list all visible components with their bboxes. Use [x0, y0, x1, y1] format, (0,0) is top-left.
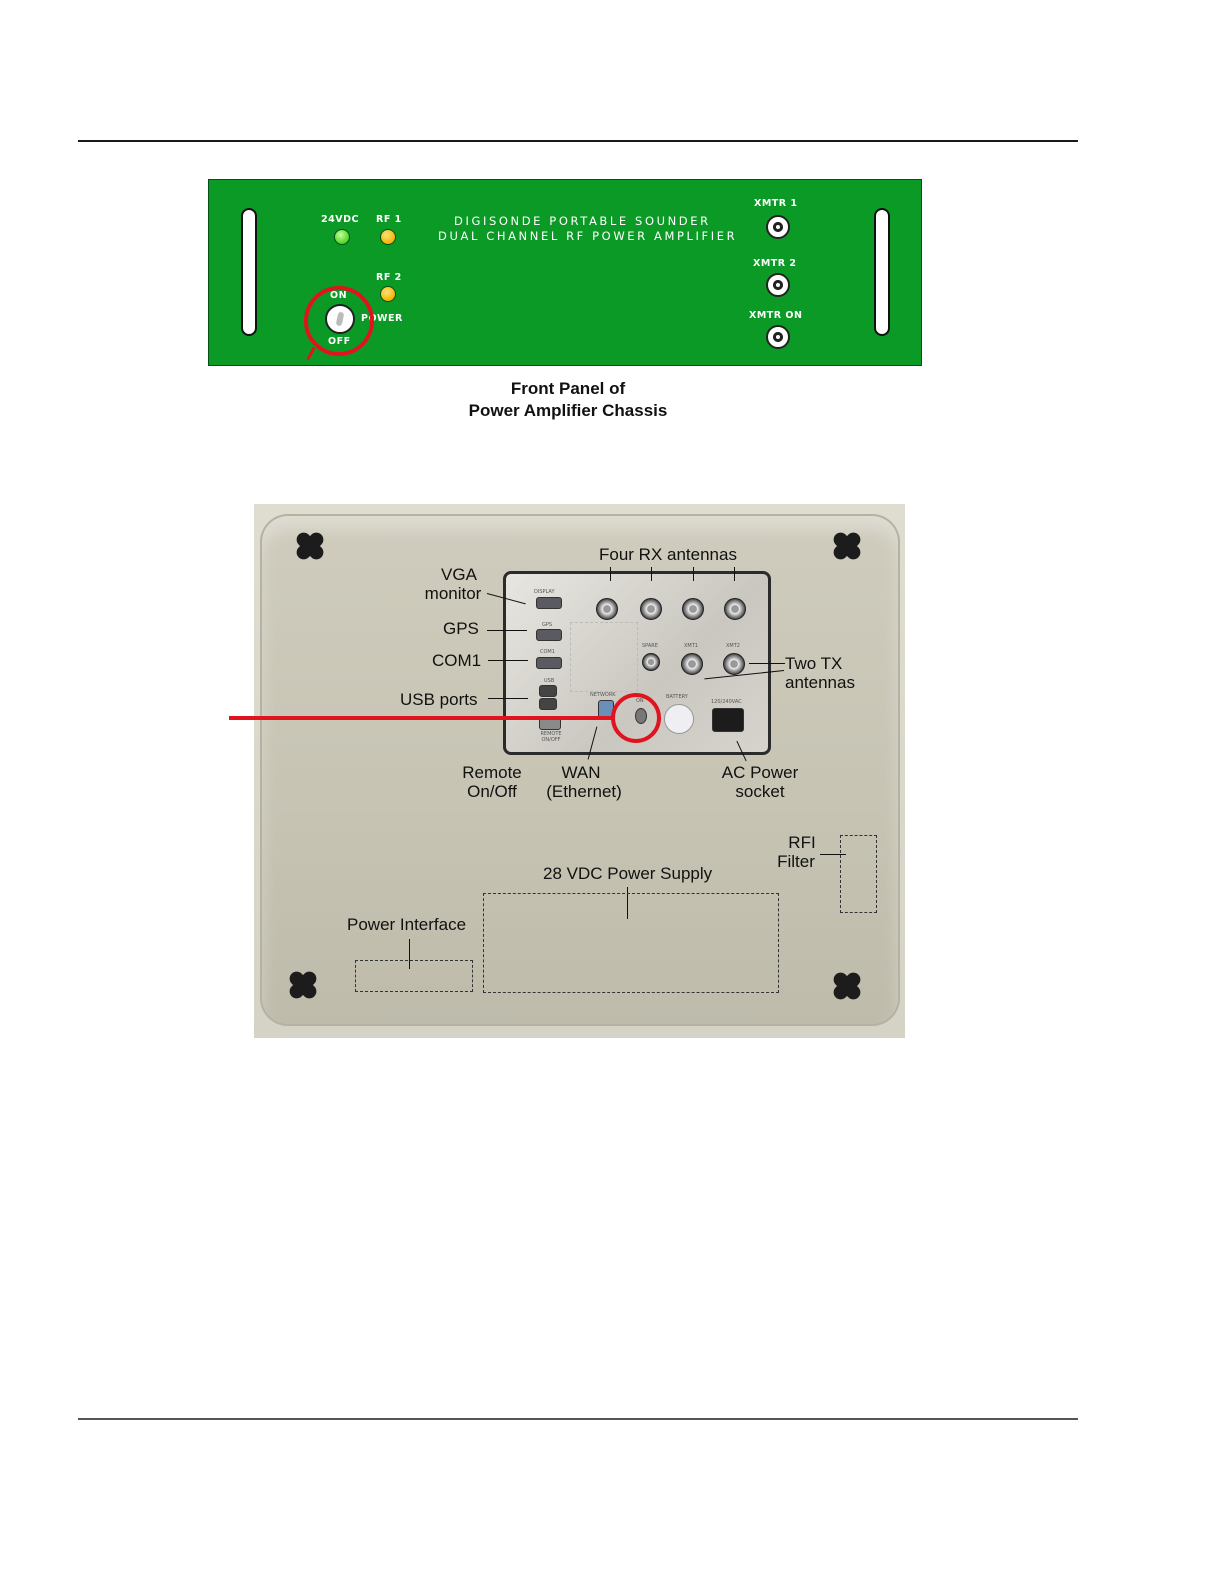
led-rf1-icon	[380, 229, 396, 245]
spare-connector-icon	[642, 653, 660, 671]
power-interface-outline	[355, 960, 473, 992]
com1-port-label: COM1	[540, 649, 555, 655]
xmtr-on-connector-icon	[766, 325, 790, 349]
wan-label-line2: (Ethernet)	[535, 782, 633, 801]
rx-antenna-connector-icon	[724, 598, 746, 620]
tx-label-line2: antennas	[785, 673, 855, 692]
rfi-label-line1: RFI	[772, 833, 832, 852]
com1-arrow	[488, 660, 528, 661]
xmt1-port-label: XMT1	[684, 643, 698, 649]
led-24vdc-label: 24VDC	[321, 214, 359, 225]
rfi-label-line2: Filter	[766, 852, 826, 871]
xmtr2-connector-icon	[766, 273, 790, 297]
xmt2-port-label: XMT2	[726, 643, 740, 649]
corner-knob-icon	[827, 526, 867, 566]
vga-label-line1: VGA	[414, 565, 504, 584]
spare-port-label: SPARE	[642, 643, 658, 649]
supply-label: 28 VDC Power Supply	[543, 864, 712, 883]
led-rf2-icon	[380, 286, 396, 302]
gps-arrow	[487, 630, 527, 631]
voltage-label: 120/240VAC	[711, 699, 742, 705]
usb-port-label: USB	[544, 678, 554, 684]
led-24vdc-icon	[334, 229, 350, 245]
tx-label-line1: Two TX	[785, 654, 842, 673]
tx1-connector-icon	[681, 653, 703, 675]
rx-antennas-label: Four RX antennas	[599, 545, 737, 564]
panel-title-line1: DIGISONDE PORTABLE SOUNDER	[454, 214, 711, 228]
panel-title-line2: DUAL CHANNEL RF POWER AMPLIFIER	[438, 229, 737, 243]
power-toggle-highlight	[611, 693, 661, 743]
usb-port-icon	[539, 685, 557, 697]
vga-label-line2: monitor	[410, 584, 496, 603]
gps-label: GPS	[443, 619, 479, 638]
battery-label: BATTERY	[666, 694, 688, 700]
display-port-label: DISPLAY	[534, 589, 555, 595]
rx-antenna-connector-icon	[682, 598, 704, 620]
corner-knob-icon	[283, 965, 323, 1005]
rx-arrow	[693, 567, 694, 581]
corner-knob-icon	[827, 966, 867, 1006]
usb-arrow	[488, 698, 528, 699]
usb-port-icon	[539, 698, 557, 710]
rx-arrow	[734, 567, 735, 581]
case-photo: DISPLAY GPS COM1 USB REMOTE ON/OFF SPARE…	[254, 504, 905, 1038]
corner-knob-icon	[290, 526, 330, 566]
power-switch-pointer-line	[229, 716, 612, 720]
rx-antenna-connector-icon	[596, 598, 618, 620]
com1-port-icon	[536, 657, 562, 669]
rx-antenna-connector-icon	[640, 598, 662, 620]
xmtr-on-label: XMTR ON	[749, 310, 802, 321]
caption-line2: Power Amplifier Chassis	[368, 401, 768, 421]
ac-label-line1: AC Power	[712, 763, 808, 782]
header-rule	[78, 140, 1078, 142]
wan-label-line1: WAN	[539, 763, 623, 782]
xmtr2-label: XMTR 2	[753, 258, 797, 269]
remote-port-label: REMOTE ON/OFF	[536, 731, 566, 743]
remote-label-line1: Remote	[452, 763, 532, 782]
left-handle-slot	[241, 208, 257, 336]
led-rf2-label: RF 2	[376, 272, 402, 283]
remote-label-line2: On/Off	[452, 782, 532, 801]
com1-label: COM1	[432, 651, 481, 670]
panel-blank-plate	[570, 622, 638, 692]
gps-port-label: GPS	[542, 622, 552, 628]
ac-socket-icon	[712, 708, 744, 732]
network-port-label: NETWORK	[590, 692, 616, 698]
tx-arrow	[749, 663, 785, 664]
usb-label: USB ports	[400, 690, 477, 709]
xmtr1-connector-icon	[766, 215, 790, 239]
rx-arrow	[651, 567, 652, 581]
vga-port-icon	[536, 597, 562, 609]
gps-port-icon	[536, 629, 562, 641]
caption-line1: Front Panel of	[368, 379, 768, 399]
xmtr1-label: XMTR 1	[754, 198, 798, 209]
front-panel-diagram: 24VDC RF 1 RF 2 ON POWER OFF DIGISONDE P…	[208, 179, 922, 366]
power-switch-highlight	[304, 286, 374, 356]
tx2-connector-icon	[723, 653, 745, 675]
ac-label-line2: socket	[712, 782, 808, 801]
right-handle-slot	[874, 208, 890, 336]
power-supply-outline	[483, 893, 779, 993]
rfi-filter-outline	[840, 835, 877, 913]
power-interface-label: Power Interface	[347, 915, 466, 934]
rx-arrow	[610, 567, 611, 581]
led-rf1-label: RF 1	[376, 214, 402, 225]
footer-rule	[78, 1418, 1078, 1420]
battery-cap-icon	[664, 704, 694, 734]
